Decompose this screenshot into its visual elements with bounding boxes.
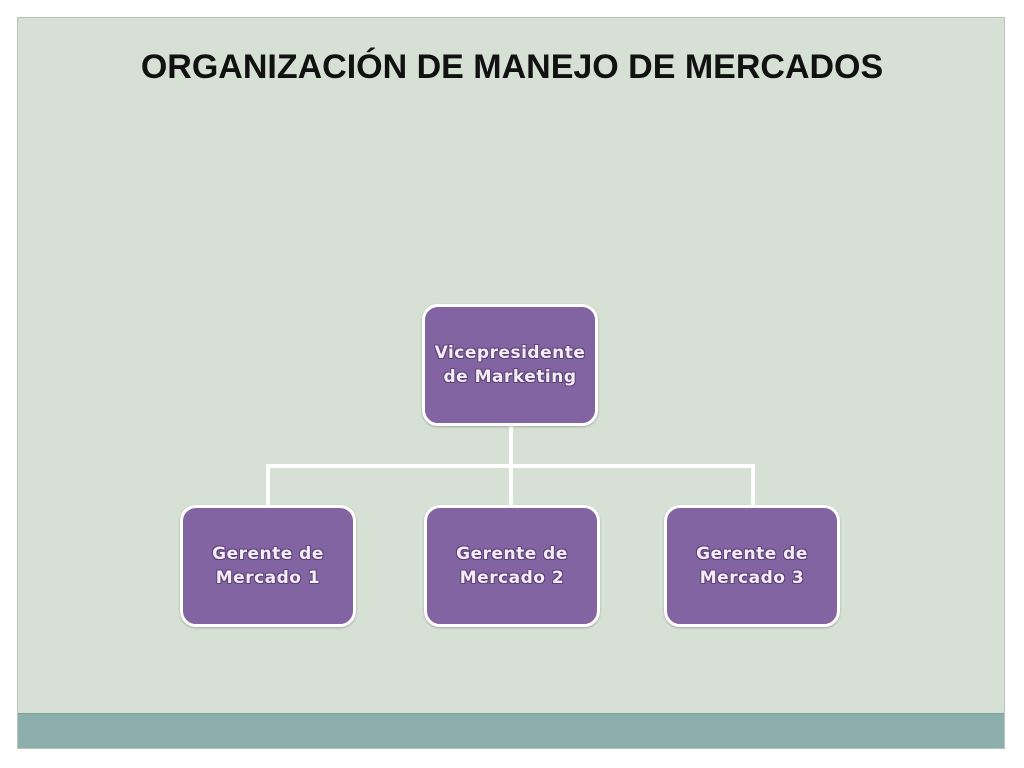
- org-node-label: Gerente de Mercado 2: [456, 544, 568, 588]
- org-node-gerente-3: Gerente de Mercado 3: [664, 505, 840, 627]
- org-node-label: Gerente de Mercado 3: [696, 544, 808, 588]
- org-node-vicepresidente: Vicepresidente de Marketing: [422, 304, 598, 426]
- slide-title: ORGANIZACIÓN DE MANEJO DE MERCADOS: [140, 48, 884, 86]
- org-node-label: Vicepresidente de Marketing: [434, 343, 586, 387]
- org-node-gerente-1: Gerente de Mercado 1: [180, 505, 356, 627]
- org-node-gerente-2: Gerente de Mercado 2: [424, 505, 600, 627]
- bottom-band: [18, 713, 1004, 748]
- org-node-label: Gerente de Mercado 1: [212, 544, 324, 588]
